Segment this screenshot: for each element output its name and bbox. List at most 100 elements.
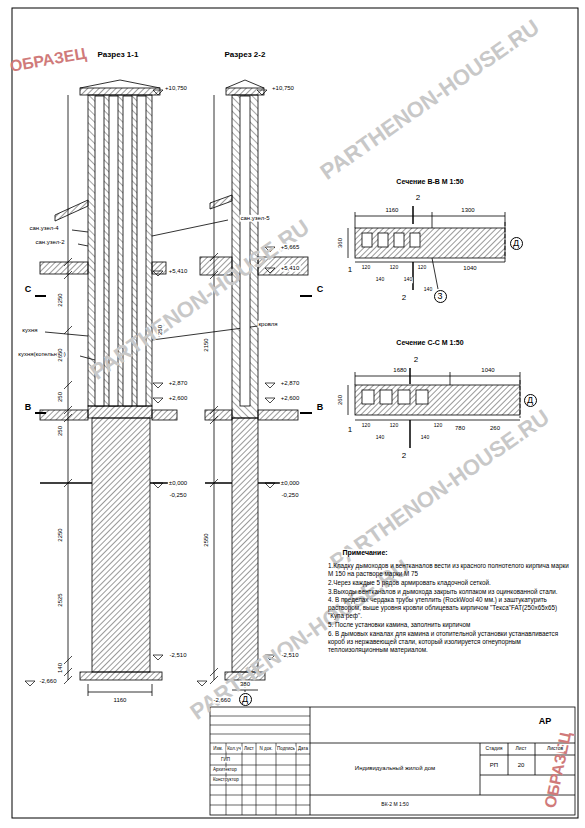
axis-letter: Д bbox=[242, 695, 248, 704]
drawing-label: +10,750 bbox=[164, 85, 188, 92]
drawing-stroke bbox=[25, 681, 35, 682]
drawing-stroke bbox=[210, 734, 310, 735]
drawing-stroke bbox=[153, 398, 158, 403]
drawing-label: 1 bbox=[347, 426, 353, 435]
drawing-label: ВК-2 М 1:50 bbox=[380, 802, 409, 808]
axis-circle: Д bbox=[510, 237, 523, 250]
drawing-label: -2,510 bbox=[168, 652, 187, 659]
drawing-label: 1040 bbox=[462, 265, 477, 272]
drawing-stroke bbox=[210, 785, 310, 786]
drawing-label: 1160 bbox=[385, 207, 400, 214]
dimension: 250 bbox=[57, 391, 64, 403]
dimension: 2550 bbox=[203, 532, 210, 547]
drawing-stroke bbox=[158, 398, 163, 403]
section-title: В bbox=[24, 403, 33, 413]
drawing-stroke bbox=[30, 681, 35, 686]
drawing-label: 140 bbox=[423, 287, 433, 293]
drawing-label: сан.узел-2 bbox=[35, 239, 66, 246]
drawing-label: +2,870 bbox=[280, 380, 301, 387]
drawing-label: 120 bbox=[361, 423, 371, 429]
drawing-stroke bbox=[153, 271, 158, 276]
section-title: Разрез 2-2 bbox=[224, 51, 267, 60]
drawing-label: +10,750 bbox=[271, 85, 295, 92]
drawing-label: 260 bbox=[489, 425, 501, 432]
drawing-stroke bbox=[265, 483, 275, 484]
drawing-label: 2 bbox=[415, 194, 421, 203]
drawing-stroke bbox=[158, 383, 163, 388]
drawing-stroke bbox=[153, 90, 158, 95]
watermark: ОБРАЗЕЦ bbox=[7, 44, 88, 75]
drawing-label: +5,410 bbox=[280, 265, 301, 272]
drawing-stroke bbox=[64, 258, 72, 266]
drawing-stroke bbox=[153, 655, 163, 656]
drawing-label: кухня bbox=[21, 327, 38, 334]
drawing-label: ±0,000 bbox=[280, 480, 300, 487]
drawing-stroke bbox=[158, 271, 163, 276]
axis-circle: Д bbox=[239, 693, 252, 706]
drawing-label: 380 bbox=[239, 681, 251, 688]
section-title: С bbox=[316, 285, 325, 295]
drawing-stroke bbox=[197, 681, 202, 686]
drawing-stroke bbox=[265, 383, 275, 384]
drawing-stroke bbox=[257, 90, 262, 95]
dimension: 140 bbox=[57, 662, 64, 674]
drawing-stroke bbox=[210, 743, 310, 744]
drawing-stroke bbox=[210, 406, 218, 414]
drawing-label: 140 bbox=[403, 277, 413, 283]
drawing-stroke bbox=[210, 775, 310, 776]
section-title: Примечание: bbox=[341, 549, 388, 557]
drawing-stroke bbox=[265, 483, 270, 488]
drawing-stroke bbox=[64, 479, 72, 487]
drawing-label: 1040 bbox=[480, 367, 495, 374]
drawing-label: 140 bbox=[420, 435, 430, 441]
drawing-stroke bbox=[210, 668, 218, 676]
drawing-stroke bbox=[270, 268, 275, 273]
drawing-stroke bbox=[64, 676, 72, 684]
drawing-stroke bbox=[257, 90, 267, 91]
dimension: 2250 bbox=[57, 292, 64, 307]
drawing-label: Архитектор bbox=[212, 768, 238, 773]
drawing-stroke bbox=[210, 479, 218, 487]
drawing-label: 1680 bbox=[392, 367, 407, 374]
drawing-stroke bbox=[210, 765, 310, 766]
drawing-stroke bbox=[153, 271, 163, 272]
drawing-label: 120 bbox=[389, 423, 399, 429]
note-text: 3.Выходы вентканалов и дымохода закрыть … bbox=[327, 588, 575, 596]
axis-letter: Д bbox=[527, 396, 533, 405]
drawing-stroke bbox=[153, 383, 163, 384]
drawing-label: Индивидуальный жилой дом bbox=[354, 765, 436, 772]
drawing-stroke bbox=[64, 381, 72, 389]
drawing-label: ±0,000 bbox=[168, 480, 188, 487]
drawing-label: -0,250 bbox=[168, 492, 187, 499]
drawing-stroke bbox=[265, 398, 270, 403]
axis-letter: Д bbox=[513, 239, 519, 248]
drawing-label: Изм. bbox=[212, 747, 224, 752]
drawing-stroke bbox=[265, 268, 270, 273]
drawing-stroke bbox=[270, 398, 275, 403]
drawing-label: 120 bbox=[433, 423, 443, 429]
drawing-stroke bbox=[197, 681, 207, 682]
drawing-stroke bbox=[210, 725, 310, 726]
drawing-label: 120 bbox=[417, 265, 427, 271]
drawing-label: +2,600 bbox=[168, 395, 189, 402]
drawing-stroke bbox=[202, 681, 207, 686]
drawing-label: -2,510 bbox=[280, 652, 299, 659]
drawing-label: 1 bbox=[347, 266, 353, 275]
drawing-label: Кол.уч bbox=[226, 747, 242, 752]
axis-circle: 3 bbox=[434, 290, 447, 303]
watermark: ОБРАЗЕЦ bbox=[541, 729, 575, 810]
drawing-label: 120 bbox=[361, 265, 371, 271]
drawing-label: -2,660 bbox=[212, 697, 231, 704]
drawing-label: +2,870 bbox=[168, 380, 189, 387]
drawing-label: 780 bbox=[454, 425, 466, 432]
drawing-stroke bbox=[25, 681, 30, 686]
drawing-stroke bbox=[270, 383, 275, 388]
drawing-label: -2,660 bbox=[38, 678, 57, 685]
drawing-stroke bbox=[64, 406, 72, 414]
drawing-stroke bbox=[64, 414, 72, 422]
drawing-label: Лист bbox=[515, 746, 528, 752]
drawing-stroke bbox=[158, 483, 163, 488]
dimension: 2525 bbox=[57, 592, 64, 607]
drawing-stroke bbox=[158, 90, 163, 95]
